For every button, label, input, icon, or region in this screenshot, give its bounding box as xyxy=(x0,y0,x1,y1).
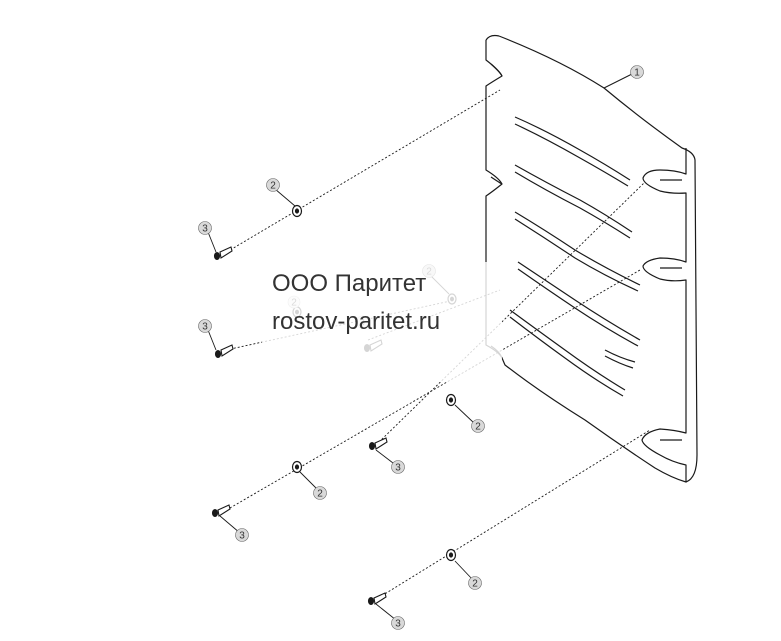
washer xyxy=(291,204,303,218)
svg-text:2: 2 xyxy=(475,422,481,433)
panel-rib xyxy=(604,355,634,369)
screw xyxy=(213,246,233,261)
washer xyxy=(445,548,457,562)
callout-3: 3 xyxy=(198,319,212,333)
panel xyxy=(485,34,698,483)
callout-3: 3 xyxy=(391,616,405,630)
svg-text:2: 2 xyxy=(317,489,323,500)
callout-2: 2 xyxy=(471,419,485,433)
panel-rib xyxy=(514,211,641,286)
svg-text:3: 3 xyxy=(395,463,401,474)
panel-rib xyxy=(604,349,636,363)
svg-text:3: 3 xyxy=(202,224,208,235)
svg-text:2: 2 xyxy=(472,579,478,590)
washers xyxy=(291,204,457,562)
svg-text:3: 3 xyxy=(239,531,245,542)
svg-text:3: 3 xyxy=(395,619,401,630)
washer xyxy=(291,460,303,474)
callout-1: 1 xyxy=(630,65,644,79)
panel-top-edge xyxy=(485,34,500,41)
panel-rib xyxy=(509,309,626,391)
notch-detail xyxy=(490,176,503,185)
panel-rib xyxy=(517,268,639,347)
svg-text:1: 1 xyxy=(634,68,640,79)
screw xyxy=(367,592,387,606)
callout-leader xyxy=(603,73,633,89)
svg-text:3: 3 xyxy=(202,322,208,333)
screw xyxy=(211,504,231,518)
notch-detail xyxy=(490,63,503,77)
watermark-url: rostov-paritet.ru xyxy=(272,308,441,335)
washer xyxy=(445,393,457,407)
callout-3: 3 xyxy=(198,221,212,235)
svg-text:2: 2 xyxy=(270,181,276,192)
panel-rib xyxy=(514,116,631,181)
callout-3: 3 xyxy=(235,528,249,542)
panel-rib xyxy=(517,261,641,341)
callout-2: 2 xyxy=(468,576,482,590)
callout-leaders xyxy=(207,188,475,621)
panel-rib xyxy=(514,164,633,233)
callout-3: 3 xyxy=(391,460,405,474)
panel-rib xyxy=(514,171,631,239)
panel-back-edge xyxy=(498,35,698,483)
panel-rib xyxy=(509,316,624,397)
callout-2: 2 xyxy=(266,178,280,192)
panel-front-outline xyxy=(485,40,687,483)
watermark: ООО Паритет rostov-paritet.ru xyxy=(262,262,502,382)
panel-rib xyxy=(514,123,629,187)
screw xyxy=(368,437,388,451)
watermark-company: ООО Паритет xyxy=(272,270,427,297)
callout-2: 2 xyxy=(313,486,327,500)
screw xyxy=(214,344,234,359)
